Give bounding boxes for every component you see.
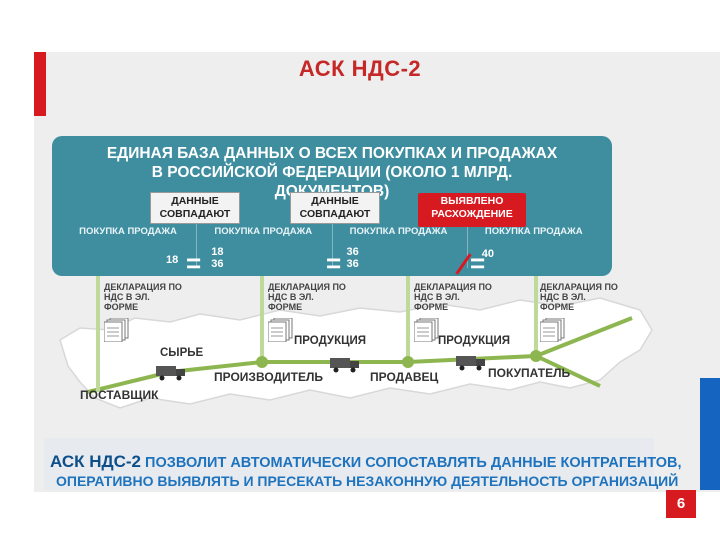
stage-buyer: ПОКУПАТЕЛЬ bbox=[488, 366, 571, 380]
record-cell: ПОКУПКА ПРОДАЖА 18 bbox=[62, 222, 196, 268]
record-label: ПОКУПКА ПРОДАЖА bbox=[214, 226, 313, 237]
node-buyer bbox=[530, 350, 542, 362]
truck-icon bbox=[456, 356, 485, 371]
flow-product: ПРОДУКЦИЯ bbox=[294, 335, 367, 347]
equals-icon: = bbox=[470, 248, 486, 278]
footer-line-1: АСК НДС-2 ПОЗВОЛИТ АВТОМАТИЧЕСКИ СОПОСТА… bbox=[50, 452, 681, 472]
declaration-label: ДЕКЛАРАЦИЯ ПО НДС В ЭЛ. ФОРМЕ bbox=[414, 282, 492, 312]
document-stack-icon bbox=[414, 318, 439, 342]
equals-icon: = bbox=[326, 248, 342, 278]
flow-product: ПРОДУКЦИЯ bbox=[438, 335, 511, 347]
record-cell: ПОКУПКА ПРОДАЖА 18 36 bbox=[196, 222, 331, 270]
record-value: 40 bbox=[481, 248, 494, 260]
russia-map bbox=[59, 297, 653, 409]
slide-title: АСК НДС-2 bbox=[298, 56, 422, 81]
declaration-label: ДЕКЛАРАЦИЯ ПО НДС В ЭЛ. ФОРМЕ bbox=[268, 282, 346, 312]
truck-icon bbox=[330, 358, 359, 373]
record-label: ПОКУПКА ПРОДАЖА bbox=[349, 226, 448, 237]
record-label: ПОКУПКА ПРОДАЖА bbox=[79, 226, 177, 237]
document-stack-icon bbox=[104, 318, 129, 342]
declaration-label: ДЕКЛАРАЦИЯ ПО НДС В ЭЛ. ФОРМЕ bbox=[540, 282, 618, 312]
database-description: ЕДИНАЯ БАЗА ДАННЫХ О ВСЕХ ПОКУПКАХ И ПРО… bbox=[106, 145, 558, 200]
stage-supplier: ПОСТАВЩИК bbox=[80, 388, 159, 402]
document-stack-icon bbox=[540, 318, 565, 342]
accent-bar-right bbox=[700, 378, 720, 490]
record-cell: ПОКУПКА ПРОДАЖА 40 bbox=[466, 222, 602, 268]
footer-panel bbox=[44, 438, 654, 490]
record-label: ПОКУПКА ПРОДАЖА bbox=[484, 226, 583, 237]
equals-icon: = bbox=[186, 248, 202, 278]
badge-data-match: ДАННЫЕ СОВПАДАЮТ bbox=[150, 192, 240, 224]
page-number: 6 bbox=[666, 490, 696, 518]
footer-line-1-text: ПОЗВОЛИТ АВТОМАТИЧЕСКИ СОПОСТАВЛЯТЬ ДАНН… bbox=[141, 455, 682, 471]
badge-mismatch: ВЫЯВЛЕНО РАСХОЖДЕНИЕ bbox=[418, 193, 526, 227]
record-value: 36 36 bbox=[346, 246, 359, 270]
badge-data-match: ДАННЫЕ СОВПАДАЮТ bbox=[290, 192, 380, 224]
record-cell: ПОКУПКА ПРОДАЖА 36 36 bbox=[331, 222, 467, 270]
node-seller bbox=[402, 356, 414, 368]
stage-producer: ПРОИЗВОДИТЕЛЬ bbox=[214, 370, 324, 384]
accent-bar-left bbox=[34, 52, 46, 116]
declaration-label: ДЕКЛАРАЦИЯ ПО НДС В ЭЛ. ФОРМЕ bbox=[104, 282, 182, 312]
footer-emphasis: АСК НДС-2 bbox=[50, 452, 142, 471]
route-branch bbox=[535, 316, 633, 358]
russia-map-shape bbox=[59, 297, 653, 409]
truck-icon bbox=[156, 366, 185, 381]
database-records: ПОКУПКА ПРОДАЖА 18 ПОКУПКА ПРОДАЖА 18 36… bbox=[62, 222, 602, 270]
node-producer bbox=[256, 356, 268, 368]
flow-raw-materials: СЫРЬЕ bbox=[160, 347, 204, 359]
record-value: 18 bbox=[166, 254, 179, 266]
record-value: 18 36 bbox=[211, 246, 224, 270]
footer-line-2: ОПЕРАТИВНО ВЫЯВЛЯТЬ И ПРЕСЕКАТЬ НЕЗАКОНН… bbox=[56, 473, 679, 489]
document-stack-icon bbox=[268, 318, 293, 342]
stage-seller: ПРОДАВЕЦ bbox=[370, 370, 439, 384]
